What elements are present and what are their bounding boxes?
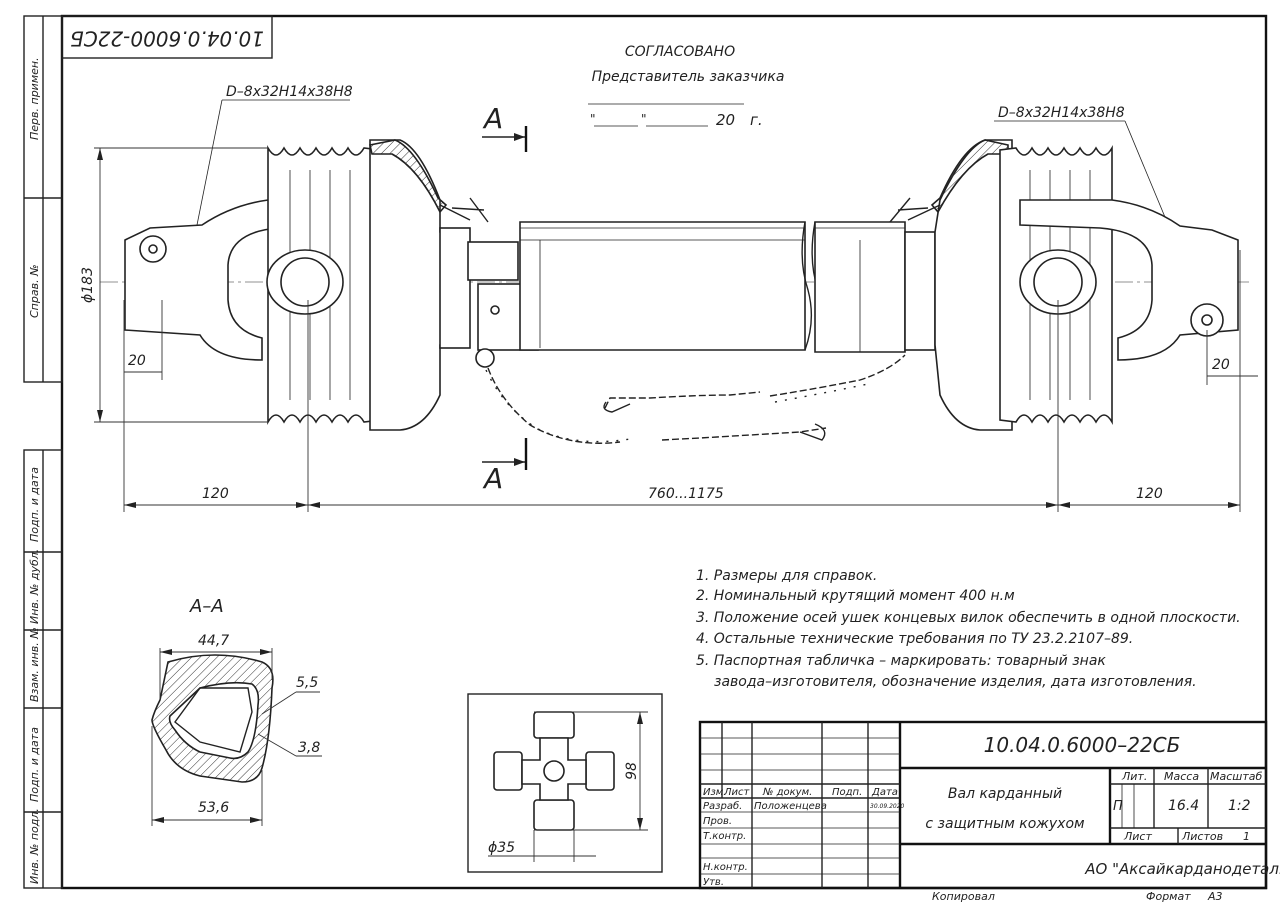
safety-chains	[475, 348, 906, 444]
side-stamp-2: Справ. №	[28, 264, 41, 318]
side-stamp: Перв. примен. Справ. № Подп. и дата Инв.…	[28, 57, 41, 884]
approval-quote-1: "	[590, 112, 596, 126]
approval-year-suffix: г.	[750, 111, 763, 129]
tb-row-utv: Утв.	[703, 877, 724, 888]
tb-lit-label: Лит.	[1121, 770, 1147, 783]
dim-right-length: 120	[1136, 486, 1163, 502]
tb-razrab-name: Положенцева	[754, 801, 827, 812]
approval-subtitle: Представитель заказчика	[592, 69, 785, 85]
side-stamp-5: Взам. инв. №	[28, 627, 41, 702]
spline-specs: D–8x32H14x38H8 D–8x32H14x38H8	[187, 84, 1183, 271]
rotated-number-box: 10.04.0.6000-22СБ	[61, 15, 273, 59]
approval-title: СОГЛАСОВАНО	[625, 44, 735, 60]
section-outer-wall: 5,5	[296, 675, 318, 691]
cross-diameter: ϕ35	[488, 840, 515, 856]
note-3: 3. Положение осей ушек концевых вилок об…	[696, 610, 1241, 626]
cross-height: 98	[624, 762, 640, 780]
note-5-cont: завода–изготовителя, обозначение изделия…	[714, 674, 1197, 690]
section-view: A–A 44,7 53,6 5,5 3,8	[151, 596, 322, 826]
note-2: 2. Номинальный крутящий момент 400 н.м	[696, 588, 1015, 604]
side-stamp-3: Подп. и дата	[28, 467, 41, 542]
drawing-frame	[23, 14, 1268, 890]
tb-sheets-label: Листов	[1181, 830, 1223, 843]
dim-middle-length: 760...1175	[648, 486, 724, 502]
tb-sheets-value: 1	[1243, 830, 1250, 843]
tb-row-tkontr: Т.контр.	[703, 831, 746, 842]
tb-designation: 10.04.0.6000–22СБ	[984, 733, 1181, 757]
tb-scale-label: Масштаб	[1210, 770, 1262, 783]
dim-left-offset: 20	[128, 353, 146, 369]
tb-col-izm: Изм.	[703, 787, 727, 798]
side-stamp-7: Инв. № подл.	[28, 808, 41, 884]
side-stamp-1: Перв. примен.	[28, 57, 41, 140]
spline-spec-left: D–8x32H14x38H8	[226, 84, 353, 100]
footer-copied: Копировал	[932, 890, 995, 903]
dim-right-offset: 20	[1212, 357, 1230, 373]
tb-name-line2: с защитным кожухом	[925, 816, 1085, 832]
tb-col-date: Дата	[871, 787, 898, 798]
main-dimensions: ϕ183 20 20 120 760...1175 120	[80, 147, 1258, 512]
tb-row-prov: Пров.	[703, 816, 732, 827]
approval-block: СОГЛАСОВАНО Представитель заказчика " " …	[588, 44, 784, 129]
section-mark-top: A	[482, 102, 503, 135]
tb-col-list: Лист	[723, 787, 751, 798]
tb-row-nkontr: Н.контр.	[703, 862, 748, 873]
note-4: 4. Остальные технические требования по Т…	[696, 631, 1133, 647]
tb-scale-value: 1:2	[1228, 798, 1251, 814]
cross-view: 98 ϕ35	[467, 693, 663, 873]
tb-col-sign: Подп.	[832, 787, 862, 798]
rotated-drawing-number: 10.04.0.6000-22СБ	[70, 27, 264, 51]
cardan-shaft-assembly	[100, 139, 1250, 431]
tb-mass-value: 16.4	[1168, 798, 1199, 814]
section-top-width: 44,7	[198, 633, 229, 649]
tb-name-line1: Вал карданный	[948, 786, 1062, 802]
technical-notes: 1. Размеры для справок. 2. Номинальный к…	[696, 568, 1241, 690]
note-1: 1. Размеры для справок.	[696, 568, 877, 584]
side-stamp-4: Инв. № дубл.	[28, 549, 41, 624]
tb-row-razrab: Разраб.	[703, 800, 742, 812]
side-stamp-6: Подп. и дата	[28, 727, 41, 802]
dim-left-length: 120	[202, 486, 229, 502]
approval-year: 20	[716, 111, 735, 129]
tb-lit-value: П	[1113, 799, 1123, 814]
title-block: Изм. Лист № докум. Подп. Дата Разраб. По…	[698, 720, 1280, 890]
section-inner-wall: 3,8	[298, 740, 320, 756]
tb-col-doc: № докум.	[762, 787, 812, 798]
approval-quote-2: "	[641, 112, 647, 126]
section-mark-bottom: A	[482, 462, 503, 495]
dim-diameter: ϕ183	[80, 267, 96, 303]
footer-format-label: Формат	[1146, 890, 1191, 903]
section-marks: A A	[482, 102, 528, 495]
section-bottom-width: 53,6	[198, 800, 229, 816]
tb-company: АО "Аксайкарданодеталь"	[1084, 860, 1280, 878]
note-5: 5. Паспортная табличка – маркировать: то…	[696, 653, 1106, 669]
footer: Копировал Формат А3	[932, 890, 1223, 903]
tb-razrab-date: 30.09.2020	[870, 803, 905, 810]
section-view-title: A–A	[189, 596, 224, 617]
footer-format-value: А3	[1207, 890, 1223, 903]
spline-spec-right: D–8x32H14x38H8	[998, 105, 1125, 121]
tb-mass-label: Масса	[1164, 770, 1199, 783]
tb-sheet-label: Лист	[1123, 830, 1152, 843]
